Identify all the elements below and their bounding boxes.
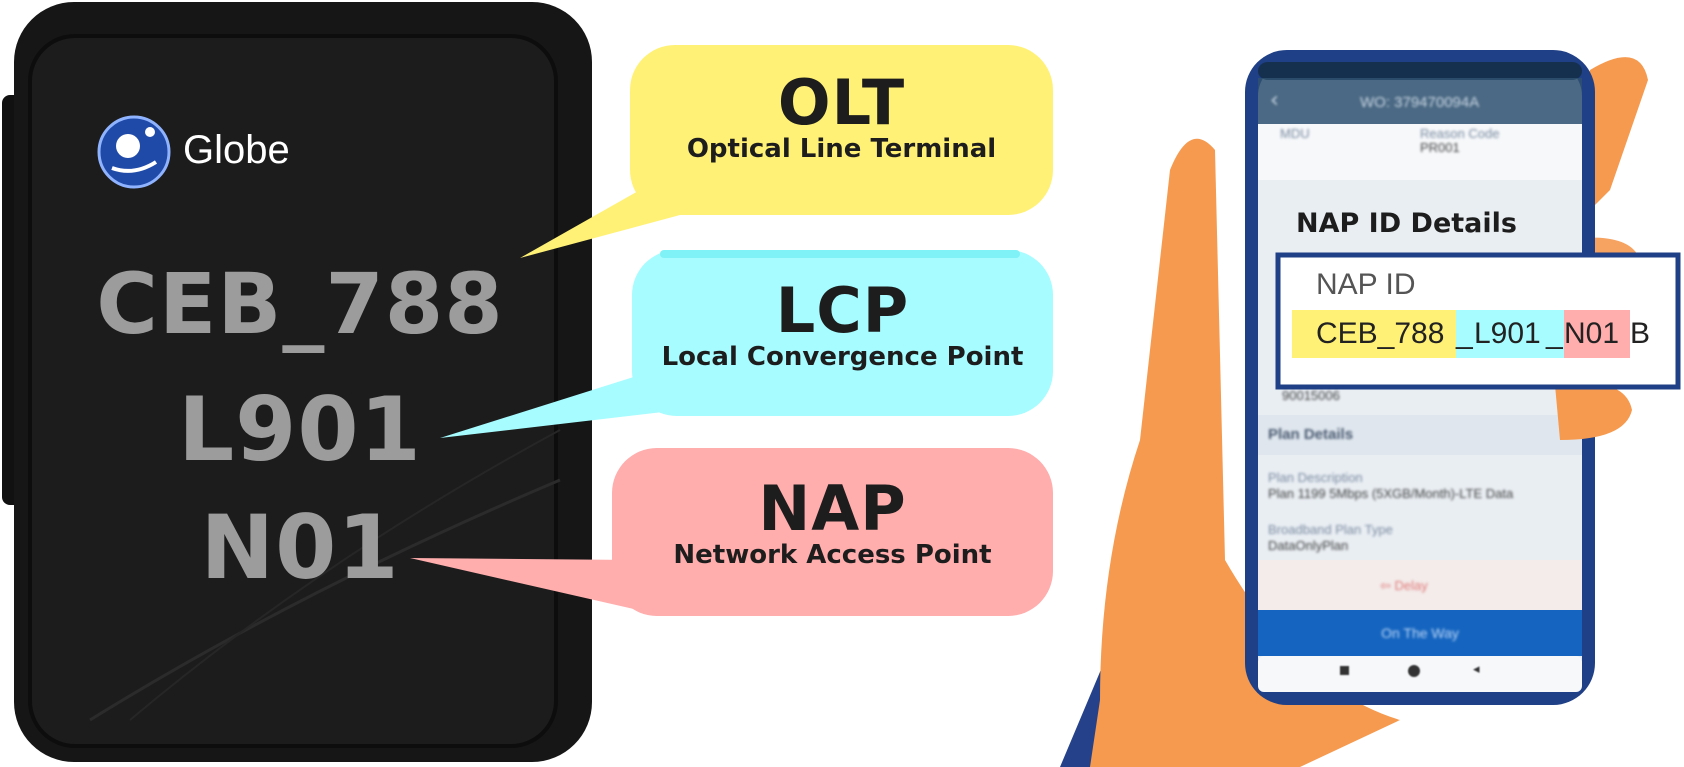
lcp-bubble-shape	[440, 250, 1053, 438]
delay-label: Delay	[1394, 578, 1428, 593]
nap-id-value: CEB_788 _ L901 _ N01 B	[1292, 310, 1672, 358]
olt-code-text: CEB_788	[96, 255, 504, 353]
on-the-way-button[interactable]: On The Way	[1381, 625, 1459, 641]
nap-bubble-subtitle: Network Access Point	[673, 540, 992, 570]
work-order-title: WO: 379470094A	[1360, 94, 1480, 111]
nap-bubble: NAP Network Access Point	[612, 472, 1053, 571]
olt-bubble: OLT Optical Line Terminal	[630, 66, 1053, 165]
nap-box-cable	[89, 478, 561, 722]
nap-id-nap-segment: N01	[1564, 310, 1630, 358]
nap-id-separator-1: _	[1456, 310, 1474, 358]
broadband-plan-label: Broadband Plan Type	[1268, 522, 1393, 537]
nap-box-cable-2	[129, 429, 561, 721]
lcp-bubble-subtitle: Local Convergence Point	[661, 342, 1024, 372]
plan-description-value: Plan 1199 5Mbps (5XGB/Month)-LTE Data	[1268, 486, 1514, 501]
home-icon[interactable]	[1408, 665, 1420, 677]
misc-value: 90015006	[1282, 388, 1340, 403]
phone-app-header	[1258, 78, 1582, 124]
olt-bubble-shape	[520, 45, 1053, 258]
phone-status-bar	[1258, 62, 1582, 80]
phone-delay-bg	[1258, 560, 1582, 610]
nap-bubble-shape	[410, 448, 1053, 616]
globe-brand-label: Globe	[183, 128, 290, 172]
nap-id-details-heading: NAP ID Details	[1296, 208, 1517, 239]
phone-header-bar: ‹ WO: 379470094A	[1262, 84, 1578, 120]
phone-on-the-way-bg	[1258, 610, 1582, 656]
lcp-bubble-title: LCP	[775, 274, 910, 347]
phone-field-strip	[1258, 124, 1582, 180]
phone-fields: MDU Reason Code PR001	[1262, 124, 1578, 180]
olt-bubble-title: OLT	[777, 66, 906, 139]
lcp-code-text: L901	[178, 378, 422, 481]
finger-over-phone	[1555, 382, 1632, 440]
plan-details-header: Plan Details	[1268, 426, 1354, 443]
reason-code-value: PR001	[1420, 140, 1460, 155]
phone-nav-buttons: ◂	[1258, 660, 1582, 688]
delay-button[interactable]: ⇦ Delay	[1380, 578, 1428, 594]
back-icon[interactable]: ◂	[1473, 662, 1480, 677]
nap-bubble-title: NAP	[758, 472, 907, 545]
recent-apps-icon[interactable]	[1340, 666, 1349, 675]
mdu-label: MDU	[1280, 126, 1310, 141]
nap-id-lcp-segment: L901	[1474, 310, 1546, 358]
nap-code-text: N01	[200, 496, 400, 599]
nap-id-separator-2: _	[1546, 310, 1564, 358]
nap-box-inner	[28, 34, 558, 748]
globe-logo-icon	[97, 115, 171, 189]
olt-bubble-subtitle: Optical Line Terminal	[686, 134, 997, 164]
nap-id-label: NAP ID	[1316, 268, 1416, 301]
nap-id-olt-segment: CEB_788	[1292, 310, 1456, 358]
back-arrow-icon[interactable]: ‹	[1270, 88, 1279, 113]
phone-nav-bar	[1258, 656, 1582, 692]
phone-plan-header-bg	[1258, 415, 1582, 455]
phone-lower-content: 90015006 Plan Details Plan Description P…	[1262, 388, 1578, 628]
lcp-bubble: LCP Local Convergence Point	[632, 274, 1053, 373]
plan-description-label: Plan Description	[1268, 470, 1363, 485]
broadband-plan-value: DataOnlyPlan	[1268, 538, 1349, 553]
delay-icon: ⇦	[1380, 578, 1395, 593]
reason-code-label: Reason Code	[1420, 126, 1500, 141]
nap-id-suffix: B	[1630, 317, 1651, 350]
